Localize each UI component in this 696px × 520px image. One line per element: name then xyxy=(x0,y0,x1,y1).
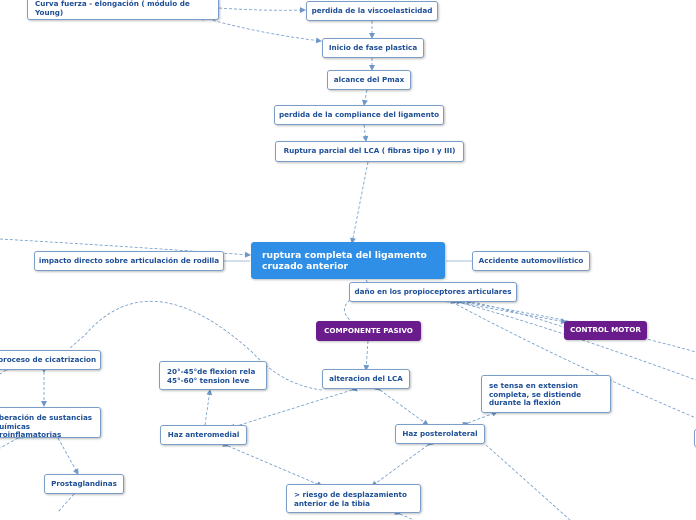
node-riesgo-desplazamiento[interactable]: > riesgo de desplazamiento anterior de l… xyxy=(286,484,421,513)
node-flexion-tension[interactable]: 20°-45°de flexion rela 45°-60° tension l… xyxy=(159,361,267,390)
link-propioceptores-motor-2 xyxy=(466,298,567,329)
node-perdida-compliance[interactable]: perdida de la compliance del ligamento xyxy=(274,105,444,125)
link-compliance-parcial xyxy=(360,119,369,142)
link-alteracion-anteromedial xyxy=(229,385,358,430)
link-riesgo-offscreen xyxy=(394,509,415,520)
link-alteracion-posterolateral xyxy=(374,384,429,426)
link-pasivo-alteracion xyxy=(363,335,372,371)
link-prostaglandinas-offscreen xyxy=(57,488,80,513)
node-control-motor[interactable]: CONTROL MOTOR xyxy=(564,321,647,340)
link-curva-viscoelasticidad xyxy=(213,4,306,14)
link-posterolateral-riesgo xyxy=(371,439,434,487)
node-accidente-automovilistico[interactable]: Accidente automovilístico xyxy=(472,251,590,271)
node-haz-posterolateral[interactable]: Haz posterolateral xyxy=(395,424,485,444)
link-sustancias-offscreen xyxy=(0,432,24,449)
node-offscreen-right-stub[interactable] xyxy=(694,429,696,447)
node-dano-propioceptores[interactable]: daño en los propioceptores articulares xyxy=(349,282,517,302)
node-ruptura-completa-lca[interactable]: ruptura completa del ligamento cruzado a… xyxy=(251,242,445,279)
link-sustancias-prostaglandinas xyxy=(52,432,79,475)
node-tensa-extension[interactable]: se tensa en extension completa, se disti… xyxy=(481,375,611,413)
link-propioceptores-pasivo xyxy=(344,294,356,323)
node-componente-pasivo[interactable]: COMPONENTE PASIVO xyxy=(316,321,421,341)
node-impacto-directo[interactable]: impacto directo sobre articulación de ro… xyxy=(34,251,224,271)
link-pmax-compliance xyxy=(362,84,371,106)
link-parcial-central xyxy=(350,156,372,244)
node-perdida-viscoelasticidad[interactable]: perdida de la viscoelasticidad xyxy=(306,1,438,21)
node-inicio-fase-plastica[interactable]: Inicio de fase plastica xyxy=(322,38,424,58)
node-curva-fuerza-elongacion[interactable]: Curva fuerza - elongación ( módulo de Yo… xyxy=(27,0,219,20)
link-posterolateral-tensa xyxy=(462,410,498,428)
node-alcance-pmax[interactable]: alcance del Pmax xyxy=(327,70,411,90)
node-ruptura-parcial[interactable]: Ruptura parcial del LCA ( fibras tipo I … xyxy=(275,141,464,162)
link-anteromedial-riesgo xyxy=(222,441,323,487)
link-cicatrizacion-offscreen xyxy=(0,364,12,375)
node-liberacion-sustancias[interactable]: liberación de sustancias químicas proinf… xyxy=(0,407,101,439)
node-alteracion-lca[interactable]: alteracion del LCA xyxy=(322,369,410,389)
link-propioceptores-motor-1 xyxy=(450,298,567,325)
link-posterolateral-offscreen xyxy=(485,444,571,520)
link-anteromedial-flexion xyxy=(201,389,213,431)
node-haz-anteromedial[interactable]: Haz anteromedial xyxy=(160,425,247,445)
node-proceso-cicatrizacion[interactable]: proceso de cicatrizacion xyxy=(0,350,101,370)
link-curva-faseplastica xyxy=(202,14,322,44)
node-prostaglandinas[interactable]: Prostaglandinas xyxy=(44,474,124,494)
link-propioceptores-offscreen-2 xyxy=(452,297,696,381)
